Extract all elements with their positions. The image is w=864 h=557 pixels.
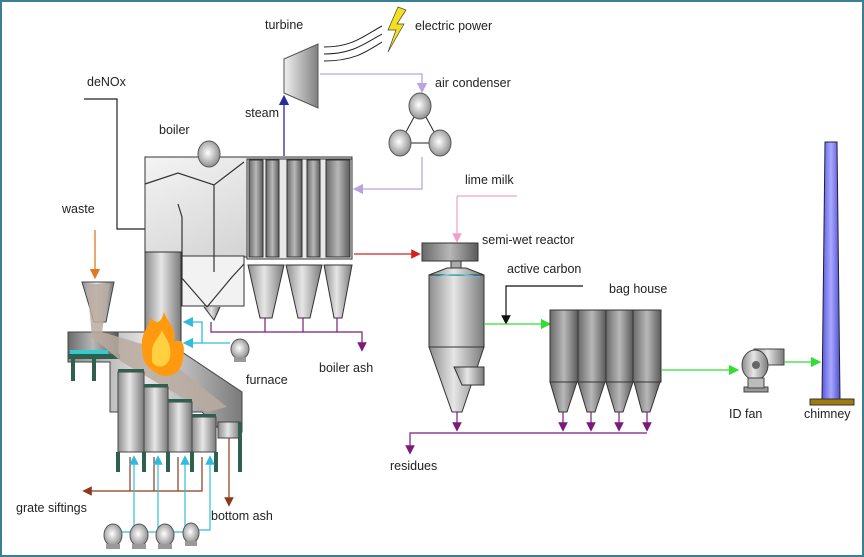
semi-wet-reactor [421, 242, 485, 413]
id-fan [741, 348, 785, 393]
label-electric-power: electric power [415, 19, 492, 33]
active-carbon-line [501, 285, 583, 325]
label-bag-house: bag house [609, 282, 667, 296]
label-residues: residues [390, 459, 437, 473]
label-turbine: turbine [265, 18, 303, 32]
label-steam: steam [245, 106, 279, 120]
primary-air-fans [103, 522, 200, 549]
flame-icon [141, 312, 184, 376]
label-grate-siftings: grate siftings [16, 501, 87, 515]
residues-line [405, 412, 652, 455]
condensate-line-to-condenser [320, 73, 428, 94]
label-furnace: furnace [246, 373, 288, 387]
label-chimney: chimney [804, 407, 851, 421]
secondary-air-fan [230, 338, 250, 362]
condensate-return-line [352, 157, 423, 195]
label-semi-wet-reactor: semi-wet reactor [482, 233, 574, 247]
label-waste: waste [61, 202, 95, 216]
secondary-air-line [182, 316, 230, 349]
chimney [809, 141, 855, 406]
label-id-fan: ID fan [729, 407, 762, 421]
bag-house [549, 309, 662, 413]
label-air-condenser: air condenser [435, 76, 511, 90]
label-bottom-ash: bottom ash [211, 509, 273, 523]
label-denox: deNOx [87, 75, 127, 89]
denox-line [84, 98, 145, 230]
furnace [67, 281, 243, 472]
label-active-carbon: active carbon [507, 262, 581, 276]
air-condenser [388, 92, 452, 157]
boiler-drum [197, 140, 221, 168]
label-lime-milk: lime milk [465, 173, 514, 187]
label-boiler-ash: boiler ash [319, 361, 373, 375]
lightning-icon [387, 6, 407, 53]
boiler-ash-line [210, 318, 367, 352]
label-boiler: boiler [159, 123, 190, 137]
turbine [283, 43, 319, 109]
power-lines [323, 25, 383, 62]
